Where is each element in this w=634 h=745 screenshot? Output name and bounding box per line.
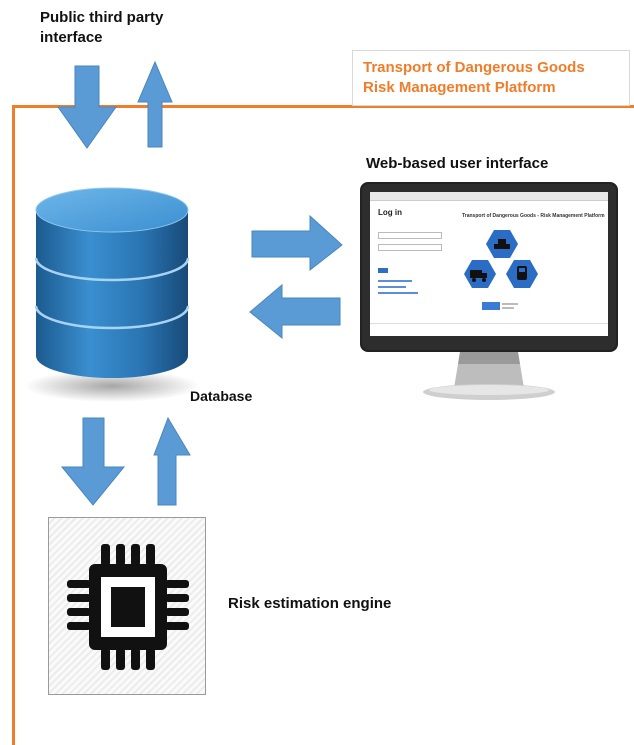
screen-footer bbox=[370, 323, 608, 336]
diagram-arrows bbox=[24, 60, 343, 506]
screen-login-button bbox=[378, 268, 388, 273]
platform-title-box: Transport of Dangerous Goods Risk Manage… bbox=[352, 50, 630, 106]
screen-password-field bbox=[378, 244, 442, 251]
platform-title-line2: Risk Management Platform bbox=[363, 79, 556, 96]
ship-icon bbox=[486, 230, 518, 258]
screen-email-field bbox=[378, 232, 442, 239]
public-interface-label: Public third party interface bbox=[40, 9, 164, 46]
screen-header-text: Transport of Dangerous Goods - Risk Mana… bbox=[462, 213, 605, 219]
screen-hexagons bbox=[464, 230, 538, 310]
database-label: Database bbox=[190, 388, 253, 404]
train-icon bbox=[506, 260, 538, 288]
arrow-down-public bbox=[57, 65, 117, 149]
web-ui-label: Web-based user interface bbox=[366, 155, 549, 172]
processor-chip-icon bbox=[67, 544, 189, 670]
monitor-icon: Log in Transport of Dangerous Goods - Ri… bbox=[360, 182, 618, 404]
screen-link bbox=[378, 280, 412, 282]
screen-preview: Log in Transport of Dangerous Goods - Ri… bbox=[370, 192, 608, 336]
screen-logo bbox=[482, 302, 500, 310]
truck-icon bbox=[464, 260, 496, 288]
arrow-left-to-db bbox=[249, 283, 341, 340]
arrow-up-engine bbox=[153, 416, 191, 506]
database-icon bbox=[24, 187, 200, 402]
arrow-down-engine bbox=[60, 417, 126, 506]
platform-title-line1: Transport of Dangerous Goods bbox=[363, 59, 585, 76]
platform-boundary bbox=[12, 105, 634, 745]
screen-link bbox=[378, 292, 418, 294]
screen-login-title: Log in bbox=[378, 208, 402, 217]
arrow-right-to-ui bbox=[251, 214, 343, 272]
screen-link bbox=[378, 286, 406, 288]
risk-engine-box bbox=[48, 517, 206, 695]
risk-engine-label: Risk estimation engine bbox=[228, 595, 392, 612]
arrow-up-public bbox=[137, 60, 173, 148]
screen-nav-bar bbox=[370, 192, 608, 201]
